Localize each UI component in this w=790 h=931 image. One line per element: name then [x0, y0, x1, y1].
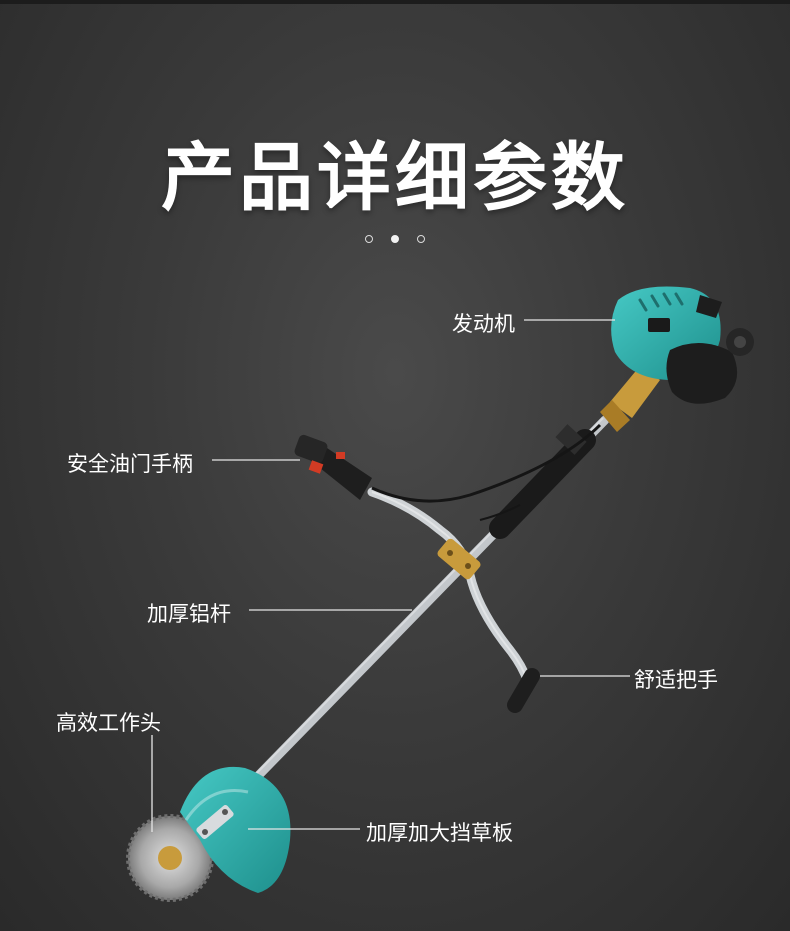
carousel-dot-2[interactable]	[391, 235, 399, 243]
callout-lines	[151, 319, 630, 832]
carousel-indicator	[0, 235, 790, 243]
handlebar-clamp	[437, 538, 481, 580]
callout-engine: 发动机	[452, 312, 515, 336]
engine	[600, 286, 754, 432]
callout-cutting-head: 高效工作头	[56, 711, 161, 735]
carousel-dot-3[interactable]	[417, 235, 425, 243]
top-border	[0, 0, 790, 4]
grass-guard	[180, 766, 291, 893]
callout-guard: 加厚加大挡草板	[366, 821, 513, 845]
callout-comfort-handle: 舒适把手	[634, 668, 718, 692]
page-title: 产品详细参数	[161, 135, 629, 221]
callout-throttle-handle: 安全油门手柄	[67, 452, 193, 476]
cutting-head	[126, 814, 214, 902]
shaft-grip	[489, 424, 596, 539]
aluminum-shaft	[173, 415, 610, 863]
callout-aluminum-shaft: 加厚铝杆	[147, 602, 231, 626]
handlebar	[294, 434, 540, 713]
carousel-dot-1[interactable]	[365, 235, 373, 243]
